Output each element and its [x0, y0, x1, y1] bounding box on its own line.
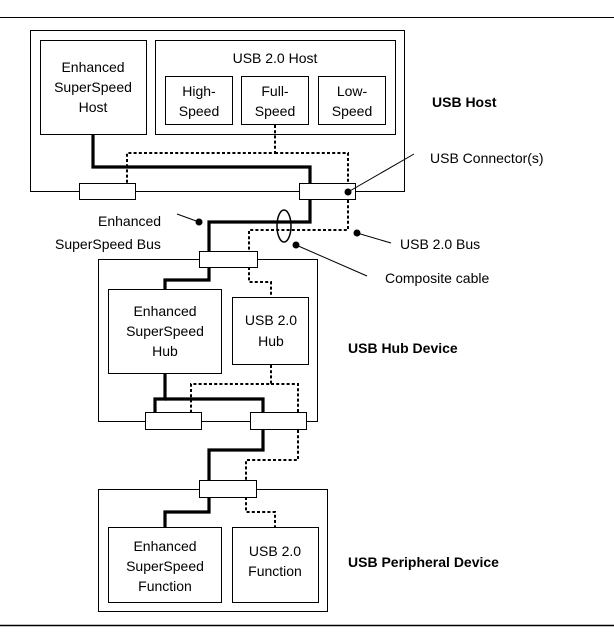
enhanced-hub-line3: Hub	[152, 343, 178, 359]
high-speed-line2: Speed	[179, 103, 219, 119]
usb2-hub-box	[232, 297, 309, 365]
usb2-hub-line2: Hub	[258, 333, 284, 349]
full-speed-box	[241, 76, 309, 125]
hub-usb2-down-left	[190, 365, 272, 412]
low-speed-line2: Speed	[332, 103, 372, 119]
usb-peripheral-device-title: USB Peripheral Device	[348, 554, 499, 570]
hub-wiring	[153, 267, 299, 412]
callouts: USB Connector(s) Enhanced SuperSpeed Bus…	[55, 150, 544, 286]
usb2-function-line2: Function	[248, 563, 302, 579]
hub-upstream-connector	[199, 251, 258, 268]
composite-cable-callout-dot	[292, 241, 300, 249]
usb2-bus-label: USB 2.0 Bus	[400, 236, 480, 252]
composite-cable-ellipse	[276, 209, 292, 243]
enhanced-bus-label-line1: Enhanced	[98, 213, 161, 229]
host-connector-right	[299, 183, 356, 200]
usb2-function-line1: USB 2.0	[249, 543, 301, 559]
peripheral-upstream-connector	[199, 480, 257, 498]
peripheral-superspeed-link	[163, 497, 211, 527]
usb-hub-device-title: USB Hub Device	[348, 340, 458, 356]
connector-callout-dot	[344, 188, 352, 196]
host-hub-cable	[207, 200, 349, 251]
hub-superspeed-down-left	[153, 374, 167, 412]
hub-downstream-connector-left	[145, 412, 202, 430]
full-speed-line2: Speed	[255, 103, 295, 119]
hub-superspeed-down-right	[165, 397, 265, 412]
usb2-hub-line1: USB 2.0	[245, 312, 297, 328]
enhanced-hub-line2: SuperSpeed	[126, 323, 204, 339]
hub-peripheral-cable	[207, 430, 299, 480]
enhanced-superspeed-function-box	[108, 527, 222, 603]
enhanced-bus-label-line2: SuperSpeed Bus	[55, 236, 161, 252]
usb2-bus-callout-dot	[353, 229, 361, 237]
hub-upstream-superspeed	[163, 267, 211, 289]
usb-hub-device: Enhanced SuperSpeed Hub USB 2.0 Hub USB …	[98, 259, 458, 422]
enhanced-superspeed-host-box	[40, 40, 147, 135]
low-speed-line1: Low-	[337, 83, 368, 99]
peripheral-usb2-link	[245, 497, 276, 527]
usb-peripheral-device: Enhanced SuperSpeed Function USB 2.0 Fun…	[98, 489, 499, 612]
high-speed-box	[165, 76, 233, 125]
low-speed-box	[318, 76, 386, 125]
enhanced-hub-line1: Enhanced	[133, 303, 196, 319]
composite-cable-callout-line	[295, 244, 368, 277]
hub-downstream-connector-right	[250, 412, 307, 430]
usb2-bus-callout-line	[356, 232, 392, 244]
enhanced-host-line1: Enhanced	[61, 59, 124, 75]
enhanced-superspeed-hub-box	[108, 289, 222, 374]
hub-peripheral-usb2	[245, 430, 299, 480]
enhanced-function-line3: Function	[138, 578, 192, 594]
usb2-bus-line	[248, 200, 349, 251]
enhanced-host-line3: Host	[79, 99, 108, 115]
usb2-host-label: USB 2.0 Host	[233, 50, 318, 66]
enhanced-bus-callout-dot	[195, 218, 203, 226]
composite-cable-label: Composite cable	[385, 270, 489, 286]
hub-peripheral-superspeed	[207, 430, 265, 480]
full-speed-line1: Full-	[261, 83, 289, 99]
enhanced-host-line2: SuperSpeed	[54, 79, 132, 95]
usb-host: Enhanced SuperSpeed Host USB 2.0 Host Hi…	[30, 30, 497, 192]
host-connector-left	[79, 183, 136, 200]
connector-callout-line	[347, 153, 415, 193]
superspeed-bus-line	[207, 200, 312, 251]
high-speed-line1: High-	[182, 83, 216, 99]
hub-upstream-usb2	[248, 267, 272, 297]
peripheral-wiring	[163, 497, 276, 527]
enhanced-function-line1: Enhanced	[133, 538, 196, 554]
enhanced-bus-callout-line	[176, 213, 200, 223]
usb-connectors-label: USB Connector(s)	[430, 150, 544, 166]
host-superspeed-link	[91, 135, 312, 183]
host-usb2-link-right	[275, 152, 349, 183]
usb-host-title: USB Host	[432, 94, 497, 110]
host-wiring	[91, 125, 349, 183]
usb2-function-box	[232, 527, 319, 603]
hub-usb2-down-right	[271, 383, 299, 412]
enhanced-function-line2: SuperSpeed	[126, 558, 204, 574]
